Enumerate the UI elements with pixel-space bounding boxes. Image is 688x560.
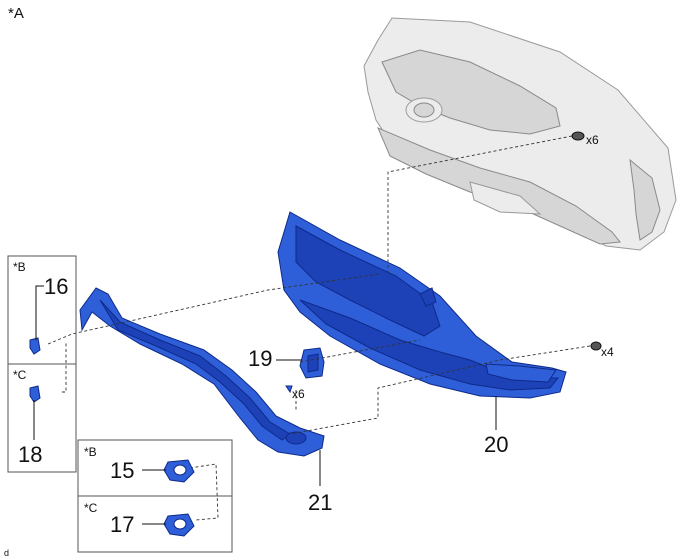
inset-left-c-label: *C [13, 368, 27, 382]
part-number-20: 20 [484, 432, 508, 457]
part-number-17: 17 [110, 512, 134, 537]
part-labels: 19 20 21 x6 x4 x6 [248, 133, 614, 515]
inset-left-b-label: *B [13, 260, 26, 274]
clip-mid [285, 385, 293, 394]
bracket-part-19 [299, 347, 325, 379]
inset-left: *B *C 16 18 [7, 255, 77, 473]
inset-bottom: *B *C 15 17 [77, 439, 233, 553]
part-number-19: 19 [248, 346, 272, 371]
quantity-right-clip: x4 [601, 345, 614, 359]
bumper-cover-reference [363, 17, 677, 251]
view-label: *A [8, 5, 24, 22]
inset-bottom-c-label: *C [84, 501, 98, 515]
corner-code: d [4, 548, 9, 558]
clip-right [590, 341, 602, 351]
quantity-top-clip: x6 [586, 133, 599, 147]
part-number-16: 16 [44, 274, 68, 299]
lower-grille-part-20 [277, 211, 567, 399]
relation-lines [47, 135, 591, 521]
clip-top [571, 131, 585, 141]
part-number-15: 15 [110, 458, 134, 483]
part-number-21: 21 [308, 490, 332, 515]
part-number-18: 18 [18, 442, 42, 467]
quantity-mid-clip: x6 [292, 387, 305, 401]
inset-bottom-b-label: *B [84, 445, 97, 459]
lower-moulding-part-21 [79, 287, 325, 457]
